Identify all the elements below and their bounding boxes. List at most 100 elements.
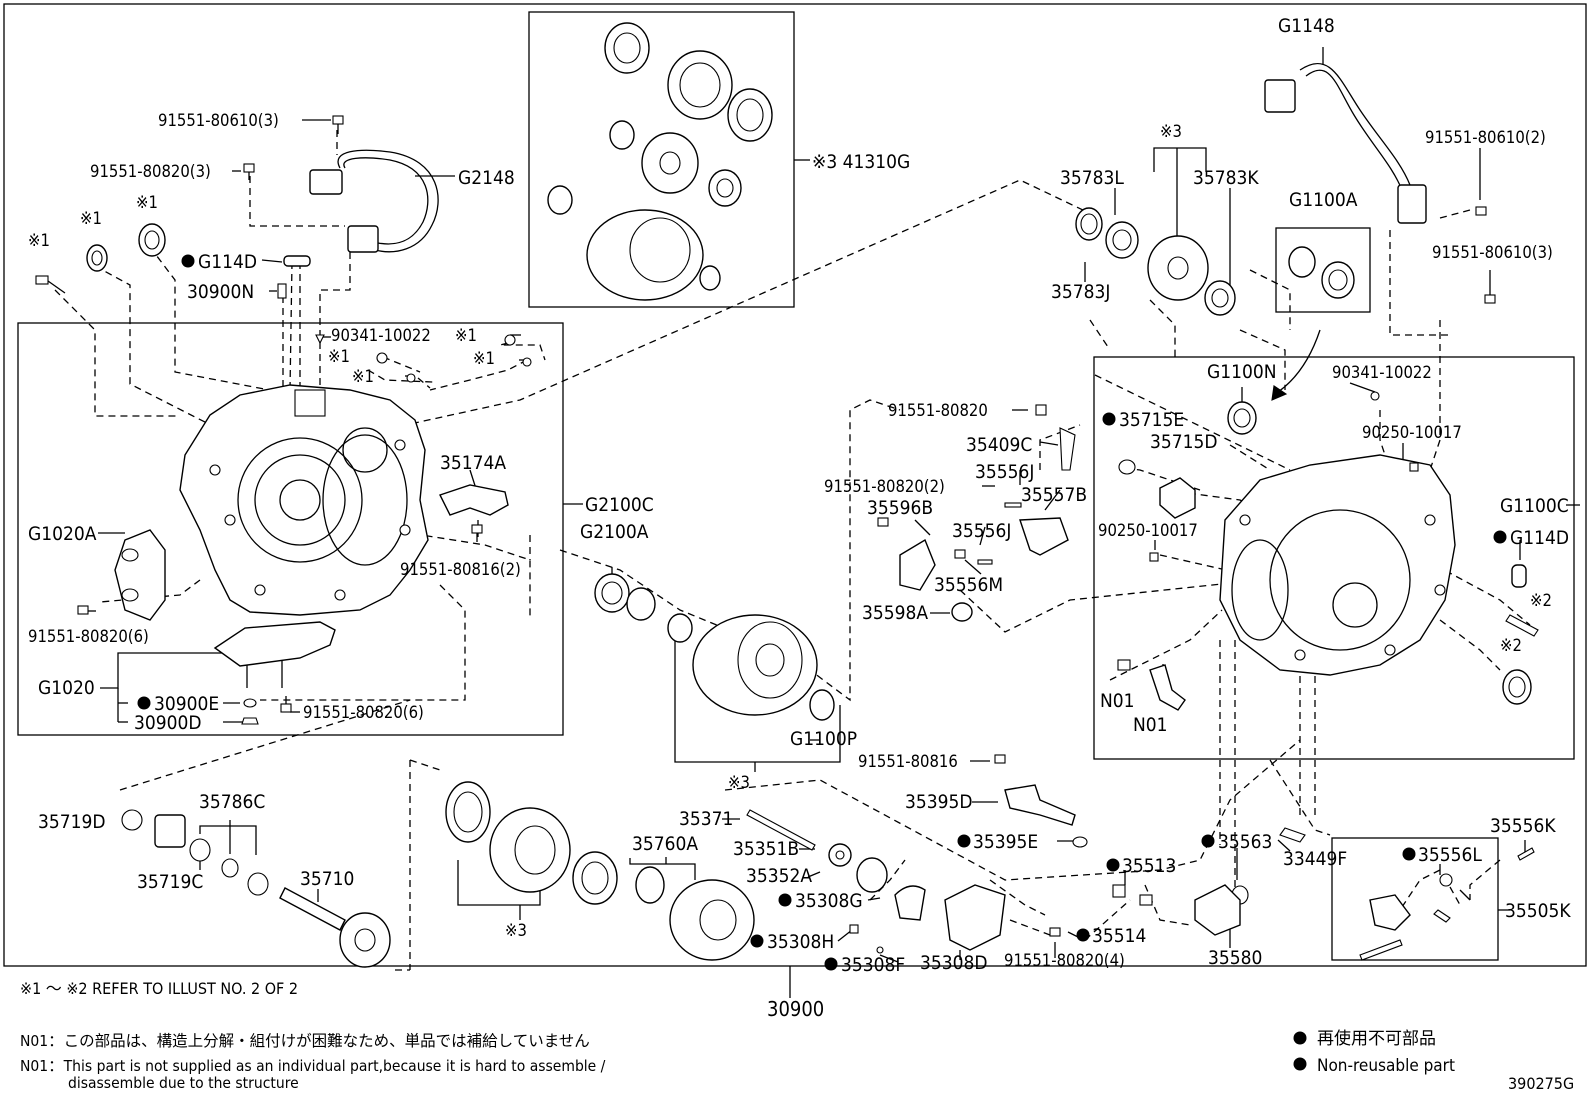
arrow-G1100A [1271,329,1321,401]
label-x3-bottom: ※3 [505,921,527,940]
cover-35174A [439,484,509,516]
non-reusable-bullets [137,254,1507,1071]
kit-41310G-parts [547,22,773,301]
bolt-91551-80820-top [243,163,255,180]
label-G1020: G1020 [38,677,95,699]
label-35556M: 35556M [934,574,1003,596]
pin-30900N [277,283,287,299]
kit-G1100A-box [1275,227,1371,313]
footer: ※1 ～ ※2 REFER TO ILLUST NO. 2 OF 2 30900… [20,966,1574,1093]
plug-30900D [241,717,259,725]
label-35352A: 35352A [746,865,812,887]
label-35556K: 35556K [1490,815,1556,837]
label-35783J: 35783J [1051,281,1110,303]
label-x2-a: ※2 [1530,591,1552,610]
label-35395D: 35395D [905,791,973,813]
label-91551-80820-3: 91551-80820(3) [90,162,211,181]
label-35308H: 35308H [767,931,834,953]
note-n01-en-2: disassemble due to the structure [68,1074,299,1092]
bolt-x1-left [35,275,66,294]
bolt-91551-80816 [471,524,483,542]
label-G1100A: G1100A [1289,189,1358,211]
solid-leader-lines [84,47,1580,963]
label-35513: 35513 [1122,855,1176,877]
label-x2-b: ※2 [1500,636,1522,655]
label-35308F: 35308F [841,954,905,976]
label-30900D: 30900D [134,712,202,734]
bolt-91551-80820-6-right [280,696,292,713]
part-G1020A [114,529,166,621]
label-G2100A: G2100A [580,521,649,543]
label-30900N: 30900N [187,281,254,303]
label-90341-10022-right: 90341-10022 [1332,363,1432,382]
label-90250-10017-b: 90250-10017 [1098,521,1198,540]
shift-parts-middle [877,404,1076,622]
label-35557B: 35557B [1021,484,1087,506]
label-35514: 35514 [1092,925,1146,947]
seal-x1-a [86,244,108,272]
label-35786C: 35786C [199,791,265,813]
label-35760A: 35760A [632,833,698,855]
label-35715D: 35715D [1150,431,1218,453]
plug-G114D-right [1511,564,1527,588]
label-35556J-b: 35556J [952,520,1011,542]
label-G2100C: G2100C [585,494,654,516]
transaxle-case-G2100C [179,384,429,616]
label-35563: 35563 [1218,831,1272,853]
label-35715E: 35715E [1119,409,1184,431]
label-35580: 35580 [1208,947,1262,969]
label-x1-c: ※1 [28,231,50,250]
label-x3-top: ※3 [1160,122,1182,141]
dashed-leader-lines [54,130,1531,971]
bolt-91551-80610-top [332,115,344,134]
label-35783L: 35783L [1060,167,1124,189]
label-35308D: 35308D [920,952,988,974]
note-n01-en-1: N01：This part is not supplied as an indi… [20,1057,606,1075]
label-91551-80820-2: 91551-80820(2) [824,477,945,496]
gear-35715D [1159,477,1196,519]
label-35505K: 35505K [1505,900,1571,922]
label-91551-80820-mid: 91551-80820 [888,401,988,420]
gasket-30900E [243,698,257,708]
small-parts-left-box-top [315,334,532,383]
cover-G1020 [213,621,336,667]
label-35719D: 35719D [38,811,106,833]
bolt-x2 [1505,614,1539,637]
label-35783K: 35783K [1193,167,1259,189]
label-35556L: 35556L [1418,844,1482,866]
label-35719C: 35719C [137,871,203,893]
label-30900E: 30900E [154,693,219,715]
label-91551-80820-6a: 91551-80820(6) [28,627,149,646]
label-x1-g: ※1 [352,367,374,386]
seal-G1100N [1227,401,1257,435]
sensor-35395D [994,754,1088,848]
kit-35505K-box [1331,837,1499,961]
harness-G2148 [309,149,439,253]
seal-x2 [1502,669,1532,705]
shaft-35710-group [121,809,391,968]
label-91551-80820-4: 91551-80820(4) [1004,951,1125,970]
label-G114D-left: G114D [198,251,257,273]
note-n01-jp: N01：この部品は、構造上分解・組付けが困難なため、単品では補給していません [20,1032,590,1050]
kit-G1100A-parts [1288,246,1355,299]
case-group-box-right [1093,356,1575,760]
diagram-id: 390275G [1508,1074,1574,1093]
label-35598A: 35598A [862,602,928,624]
bolt-91551-80820-6-left [77,605,89,615]
sensor-N01 [1117,659,1186,711]
label-N01-a: N01 [1100,690,1135,712]
label-G2148: G2148 [458,167,515,189]
label-33449F: 33449F [1283,848,1347,870]
label-G1148: G1148 [1278,15,1335,37]
bolts-91551-80610-right [1475,206,1496,304]
label-35395E: 35395E [973,831,1038,853]
label-G1100N: G1100N [1207,361,1277,383]
label-35371: 35371 [679,808,733,830]
label-35308G: 35308G [795,890,863,912]
refer-note: ※1 ～ ※2 REFER TO ILLUST NO. 2 OF 2 [20,979,298,998]
motor-35580-group [1112,827,1306,936]
gear-35760A-group [445,781,755,961]
ring-35715E [1118,459,1136,475]
label-91551-80610-3: 91551-80610(3) [158,111,279,130]
label-G1100C: G1100C [1500,495,1569,517]
